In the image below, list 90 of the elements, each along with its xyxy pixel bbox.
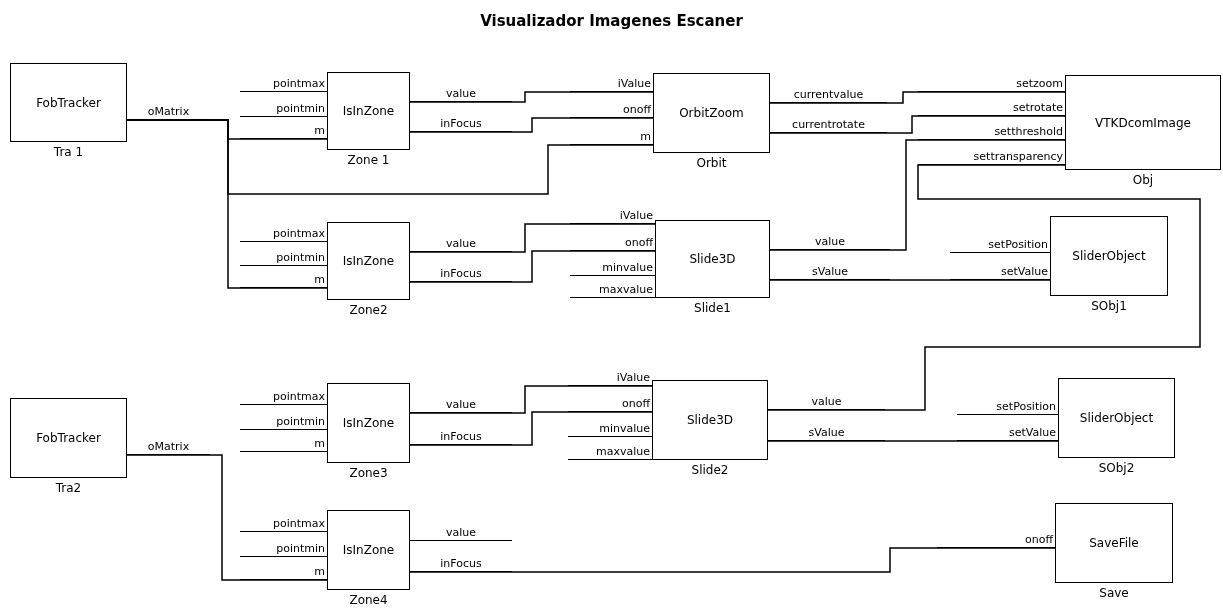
connector-line	[769, 279, 1051, 281]
port-label: iValue	[570, 77, 653, 92]
port-label: pointmin	[240, 251, 327, 266]
connector-line	[409, 117, 654, 133]
port-label: inFocus	[410, 430, 512, 445]
instance-label: Zone 1	[346, 153, 391, 167]
function-block: IsInZone	[327, 72, 410, 150]
port-label: setrotate	[918, 101, 1065, 116]
port-label: setPosition	[957, 400, 1058, 415]
port-label: sValue	[768, 426, 885, 441]
port-label: inFocus	[410, 267, 512, 282]
connector-line	[409, 91, 654, 103]
port-label: currentrotate	[770, 118, 887, 133]
connector-line	[769, 91, 1066, 104]
port-label: settransparency	[918, 150, 1065, 165]
connector-line	[769, 115, 1066, 134]
port-label: onoff	[937, 533, 1055, 548]
port-label: iValue	[568, 371, 652, 386]
instance-label: SObj2	[1097, 461, 1136, 475]
function-block: Slide3D	[652, 380, 768, 460]
port-label: value	[410, 526, 512, 541]
connector-line	[767, 164, 1201, 411]
instance-label: Zone4	[348, 593, 389, 607]
function-block: IsInZone	[327, 510, 410, 590]
instance-label: Tra 1	[52, 145, 85, 159]
port-label: iValue	[570, 209, 655, 224]
port-label: m	[240, 437, 327, 452]
port-label: pointmax	[240, 227, 327, 242]
port-label: inFocus	[410, 117, 512, 132]
port-label: m	[570, 130, 653, 145]
port-label: onoff	[570, 236, 655, 251]
port-label: value	[410, 87, 512, 102]
port-label: setzoom	[918, 77, 1065, 92]
port-label: setPosition	[950, 238, 1050, 253]
port-label: onoff	[568, 397, 652, 412]
port-label: inFocus	[410, 557, 512, 572]
port-label: pointmax	[240, 517, 327, 532]
instance-label: Zone3	[348, 466, 389, 480]
port-label: oMatrix	[127, 105, 210, 120]
port-label: maxvalue	[570, 283, 655, 298]
port-label: value	[770, 235, 890, 250]
function-block: FobTracker	[10, 398, 127, 478]
port-label: pointmin	[240, 542, 327, 557]
connector-line	[409, 385, 653, 414]
function-block: SaveFile	[1055, 503, 1173, 583]
port-label: value	[768, 395, 885, 410]
port-label: sValue	[770, 265, 890, 280]
port-label: oMatrix	[127, 440, 210, 455]
connector-line	[409, 411, 653, 446]
port-label: pointmin	[240, 102, 327, 117]
instance-label: SObj1	[1090, 299, 1128, 313]
instance-label: Slide1	[693, 301, 732, 315]
port-label: value	[410, 237, 512, 252]
port-label: m	[240, 124, 327, 139]
connector-line	[126, 454, 328, 581]
connector-line	[126, 119, 328, 289]
port-label: pointmax	[240, 390, 327, 405]
function-block: IsInZone	[327, 383, 410, 463]
port-label: onoff	[570, 103, 653, 118]
diagram-title: Visualizador Imagenes Escaner	[480, 12, 743, 30]
port-label: value	[410, 398, 512, 413]
connector-line	[409, 250, 656, 283]
instance-label: Tra2	[54, 481, 83, 495]
connector-line	[769, 139, 1066, 251]
port-label: setValue	[957, 426, 1058, 441]
port-label: currentvalue	[770, 88, 887, 103]
function-block: VTKDcomImage	[1065, 75, 1221, 170]
instance-label: Save	[1098, 586, 1130, 600]
function-block: IsInZone	[327, 222, 410, 300]
port-label: maxvalue	[568, 445, 652, 460]
function-block: OrbitZoom	[653, 73, 770, 153]
port-label: setthreshold	[918, 125, 1065, 140]
port-label: pointmin	[240, 415, 327, 430]
function-block: Slide3D	[655, 220, 770, 298]
function-block: SliderObject	[1058, 378, 1175, 458]
instance-label: Orbit	[695, 156, 728, 170]
port-label: pointmax	[240, 77, 327, 92]
function-block: FobTracker	[10, 63, 127, 142]
port-label: minvalue	[570, 261, 655, 276]
connector-line	[409, 547, 1056, 573]
connector-line	[767, 440, 1059, 442]
port-label: minvalue	[568, 422, 652, 437]
instance-label: Obj	[1131, 173, 1155, 187]
connector-line	[409, 223, 656, 253]
port-label: setValue	[950, 265, 1050, 280]
port-label: m	[240, 565, 327, 580]
instance-label: Slide2	[690, 463, 730, 477]
function-block: SliderObject	[1050, 216, 1168, 296]
instance-label: Zone2	[348, 303, 389, 317]
port-label: m	[240, 273, 327, 288]
